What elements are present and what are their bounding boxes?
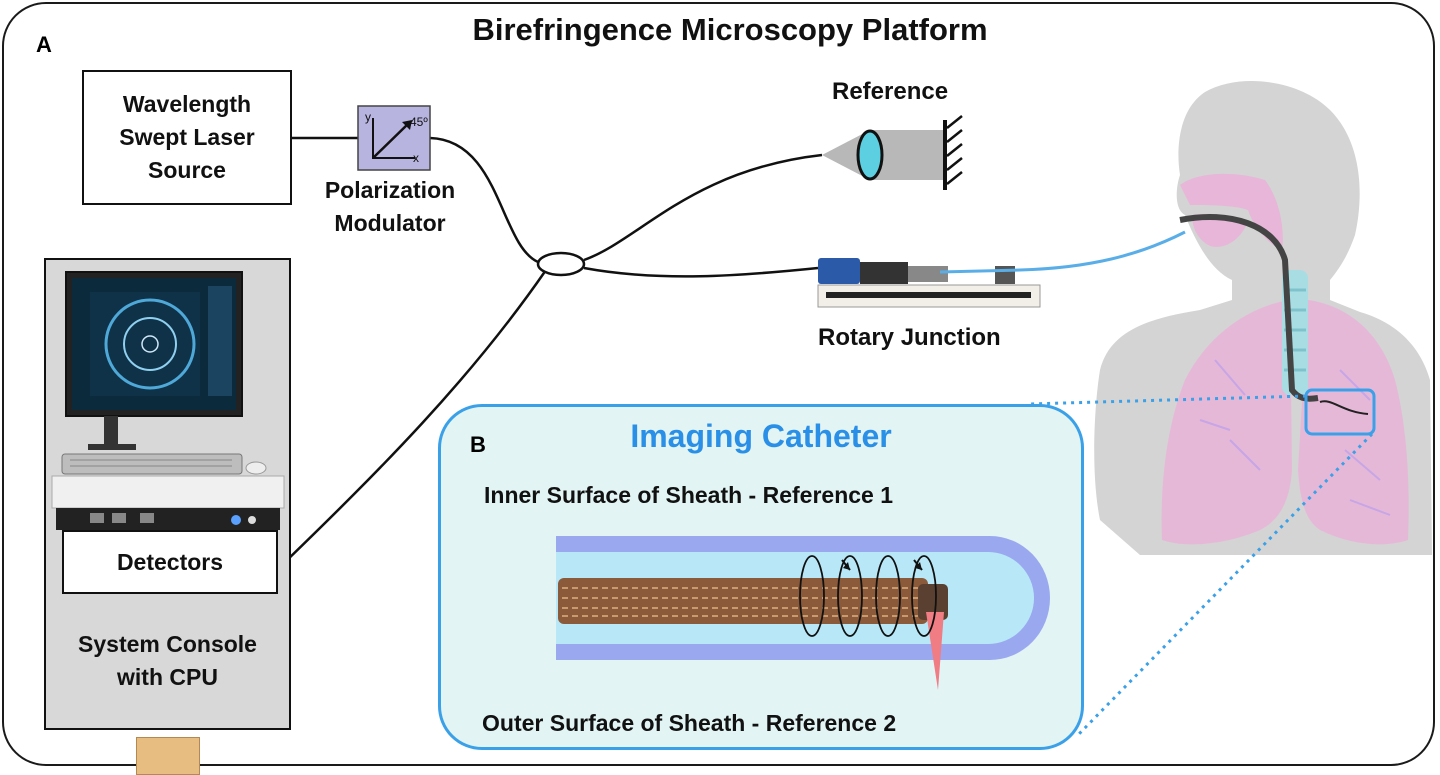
- laser-source-line-1: Wavelength: [122, 91, 252, 117]
- zoom-line-bottom: [1076, 432, 1374, 737]
- modulator-label: Polarization Modulator: [300, 174, 480, 240]
- figure-title: Birefringence Microscopy Platform: [472, 12, 988, 47]
- console-label-line-1: System Console: [78, 631, 257, 657]
- inner-sheath-label: Inner Surface of Sheath - Reference 1: [484, 482, 894, 508]
- modulator-axis-y: y: [365, 110, 371, 124]
- fiber-to-patient: [939, 230, 1186, 274]
- fiber-coupler-to-reference: [583, 153, 823, 262]
- console-label-line-2: with CPU: [117, 664, 218, 690]
- fiber-modulator-to-coupler: [429, 136, 539, 264]
- laser-source-line-2: Swept Laser: [119, 124, 255, 150]
- modulator-angle: 45º: [410, 115, 428, 129]
- fiber-coupler-to-rotary: [583, 266, 819, 278]
- rotary-junction-label: Rotary Junction: [818, 324, 1001, 351]
- reference-label: Reference: [832, 78, 949, 105]
- detectors-box: Detectors: [62, 530, 278, 594]
- catheter-title: Imaging Catheter: [630, 418, 892, 454]
- modulator-label-line-2: Modulator: [334, 210, 446, 236]
- panel-label-a: A: [36, 32, 52, 57]
- modulator-axis-x: x: [413, 151, 419, 165]
- catheter-core: [558, 578, 928, 624]
- panel-label-b: B: [470, 432, 486, 457]
- catheter-tip: [918, 584, 948, 620]
- detectors-label: Detectors: [116, 548, 224, 575]
- reference-arm: [822, 115, 963, 190]
- console-label: System Console with CPU: [44, 628, 291, 694]
- modulator-label-line-1: Polarization: [324, 177, 456, 203]
- laser-source-line-3: Source: [148, 157, 226, 183]
- console-equipment-overlay: [51, 271, 285, 530]
- fiber-coupler: [536, 251, 586, 277]
- fiber-coupler-to-detectors: [281, 269, 548, 566]
- rotary-junction: [817, 258, 1041, 308]
- outer-sheath-label: Outer Surface of Sheath - Reference 2: [482, 710, 897, 736]
- zoom-line-top: [1029, 394, 1307, 406]
- nasal-cavity: [1180, 173, 1283, 250]
- lungs: [1161, 300, 1409, 545]
- zoom-box: [1304, 388, 1376, 436]
- laser-source-box: Wavelength Swept Laser Source: [82, 70, 292, 205]
- rotation-spirals: [799, 555, 937, 637]
